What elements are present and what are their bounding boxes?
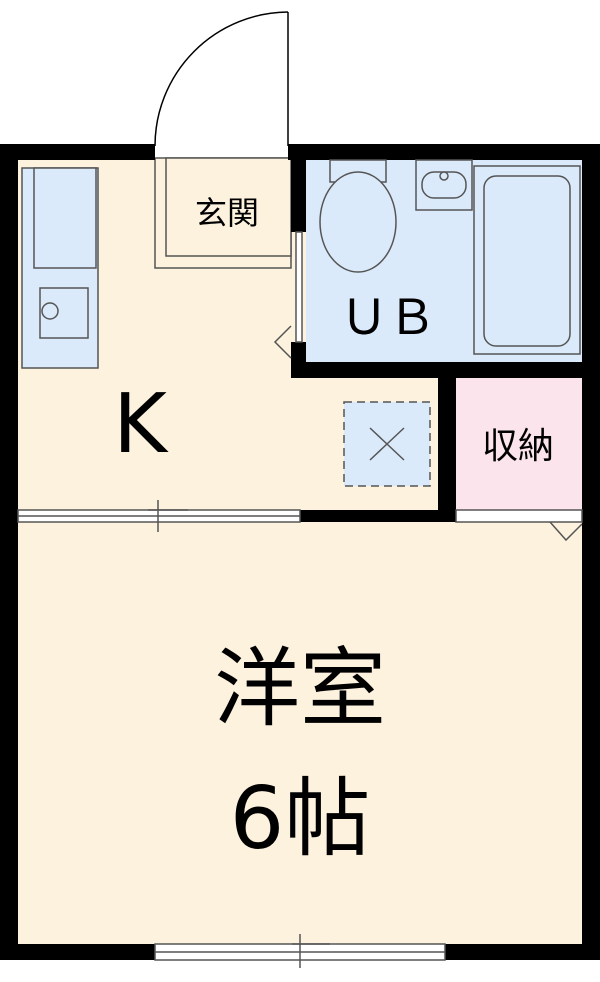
outer-walls	[0, 144, 600, 960]
washing-machine-area	[343, 401, 431, 487]
entrance-inner	[165, 157, 292, 257]
storage-door	[455, 509, 583, 542]
storage-label: 収納	[482, 426, 554, 467]
bath-label: ＵＢ	[340, 290, 436, 346]
western-room-size: 6帖	[230, 769, 371, 869]
bath-door	[273, 231, 303, 359]
storage-floor	[456, 378, 582, 510]
kitchen-counter	[21, 167, 99, 369]
entrance-door	[154, 11, 289, 147]
western-room-label: 洋室	[214, 639, 386, 739]
interior-walls	[291, 144, 582, 522]
wash-basin-icon	[415, 159, 473, 211]
bottom-window	[154, 934, 446, 968]
western-room-floor	[18, 522, 582, 944]
kitchen-sliding-door	[17, 500, 301, 532]
kitchen-label: K	[113, 377, 169, 472]
bathtub-icon	[473, 165, 581, 355]
entrance-label: 玄関	[195, 194, 259, 232]
toilet-icon	[319, 159, 397, 273]
